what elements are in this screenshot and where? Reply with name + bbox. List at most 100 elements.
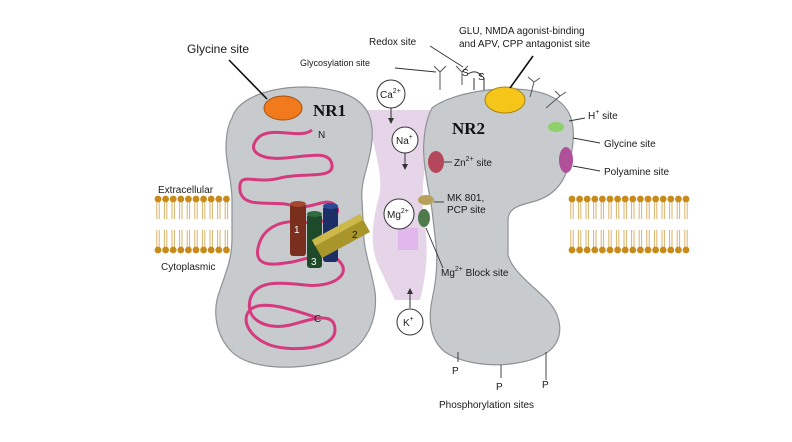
lipid-head — [629, 246, 637, 254]
mg-block-site-label: Mg2+ Block site — [441, 266, 509, 279]
helix-3-label: 3 — [311, 257, 317, 268]
lipid-head — [576, 195, 583, 203]
lipid-head — [192, 246, 200, 254]
n-terminus-label: N — [318, 130, 325, 141]
cytoplasmic-label: Cytoplasmic — [161, 262, 215, 273]
glycine-site-left-label: Glycine site — [187, 42, 249, 56]
phospho-p1: P — [452, 366, 459, 377]
lipid-head — [614, 195, 621, 203]
nr2-subunit — [423, 88, 574, 366]
lipid-head — [162, 246, 170, 254]
phospho-p3: P — [542, 380, 549, 391]
lipid-head — [154, 246, 162, 254]
lipid-head — [659, 195, 667, 203]
na-ion: Na+ — [391, 126, 419, 154]
lipid-head — [162, 195, 170, 203]
lipid-head — [568, 246, 576, 254]
svg-text:Ca2+: Ca2+ — [380, 88, 401, 101]
glu-binding-site — [484, 86, 526, 114]
phospho-p2: P — [496, 382, 503, 393]
nr1-label: NR1 — [313, 101, 346, 120]
nr1-polypeptide-chain — [238, 128, 345, 351]
lipid-head — [169, 195, 177, 203]
glycosylation-stalks — [433, 65, 567, 109]
lipid-head — [621, 195, 629, 203]
ca-ion: Ca2+ — [376, 79, 406, 109]
lipid-head — [599, 246, 606, 254]
lipid-head — [591, 246, 599, 254]
lipid-head — [667, 195, 675, 203]
svg-text:Na+: Na+ — [396, 134, 413, 147]
helix-2-label: 2 — [352, 230, 358, 241]
lipid-head — [682, 246, 690, 254]
lipid-head — [568, 195, 576, 203]
lipid-head — [637, 246, 644, 254]
lipid-head — [675, 195, 682, 203]
lipid-head — [207, 246, 215, 254]
svg-text:Mg2+: Mg2+ — [387, 208, 409, 221]
helix-2: 2 — [312, 214, 370, 258]
lipid-head — [659, 246, 667, 254]
phosphorylation-sites-label: Phosphorylation sites — [439, 400, 534, 411]
mk801-label-line1: MK 801, — [447, 193, 484, 204]
lipid-head — [583, 195, 591, 203]
c-terminus-label: C — [314, 314, 321, 325]
lipid-head — [599, 195, 606, 203]
svg-text:K+: K+ — [403, 316, 414, 329]
lipid-head — [606, 246, 614, 254]
glycine-site-nr1 — [263, 95, 303, 121]
leader-lines — [228, 55, 534, 100]
lipid-head — [652, 246, 659, 254]
lipid-head — [200, 246, 208, 254]
polyamine-site-label: Polyamine site — [604, 167, 669, 178]
lipid-head — [644, 246, 652, 254]
lipid-head — [177, 246, 185, 254]
lipid-head — [675, 246, 682, 254]
lipid-head — [652, 195, 659, 203]
lipid-bilayer — [154, 195, 690, 254]
mg-block-site — [418, 209, 430, 227]
k-ion: K+ — [396, 308, 424, 336]
sulfur-2-label: S — [478, 72, 485, 83]
sulfur-1-label: S — [462, 68, 469, 79]
disulfide-bridge — [467, 71, 483, 77]
polyamine-site — [559, 147, 573, 173]
extracellular-label: Extracellular — [158, 185, 214, 196]
redox-site-label: Redox site — [369, 37, 417, 48]
transmembrane-helices: 1 3 4 2 — [290, 201, 370, 268]
helix-1: 1 — [290, 201, 306, 256]
lipid-head — [576, 246, 583, 254]
lipid-head — [177, 195, 185, 203]
zn-site — [428, 151, 444, 173]
lipid-head — [591, 195, 599, 203]
lipid-head — [621, 246, 629, 254]
lipid-head — [644, 195, 652, 203]
mg-pore-block — [398, 228, 418, 250]
lipid-head — [200, 195, 208, 203]
lipid-head — [637, 195, 644, 203]
lipid-head — [614, 246, 621, 254]
lipid-head — [192, 195, 200, 203]
glu-site-label-line1: GLU, NMDA agonist-binding — [459, 26, 585, 37]
lipid-head — [215, 195, 223, 203]
zn-site-label: Zn2+ site — [454, 156, 492, 169]
lipid-head — [169, 246, 177, 254]
lipid-head — [207, 195, 215, 203]
lipid-head — [154, 195, 162, 203]
lipid-head — [629, 195, 637, 203]
glycosylation-site-label: Glycosylation site — [300, 58, 370, 68]
lipid-head — [583, 246, 591, 254]
lipid-head — [682, 195, 690, 203]
lipid-head — [667, 246, 675, 254]
lipid-head — [215, 246, 223, 254]
glu-site-label-line2: and APV, CPP antagonist site — [459, 39, 591, 50]
nr2-label: NR2 — [452, 119, 485, 138]
lipid-head — [223, 195, 230, 203]
mk801-label-line2: PCP site — [447, 205, 486, 216]
mk801-site — [418, 195, 434, 205]
h-site-label: H+ site — [588, 109, 618, 122]
mg-ion: Mg2+ — [383, 198, 415, 230]
glycine-site-right-label: Glycine site — [604, 139, 656, 150]
